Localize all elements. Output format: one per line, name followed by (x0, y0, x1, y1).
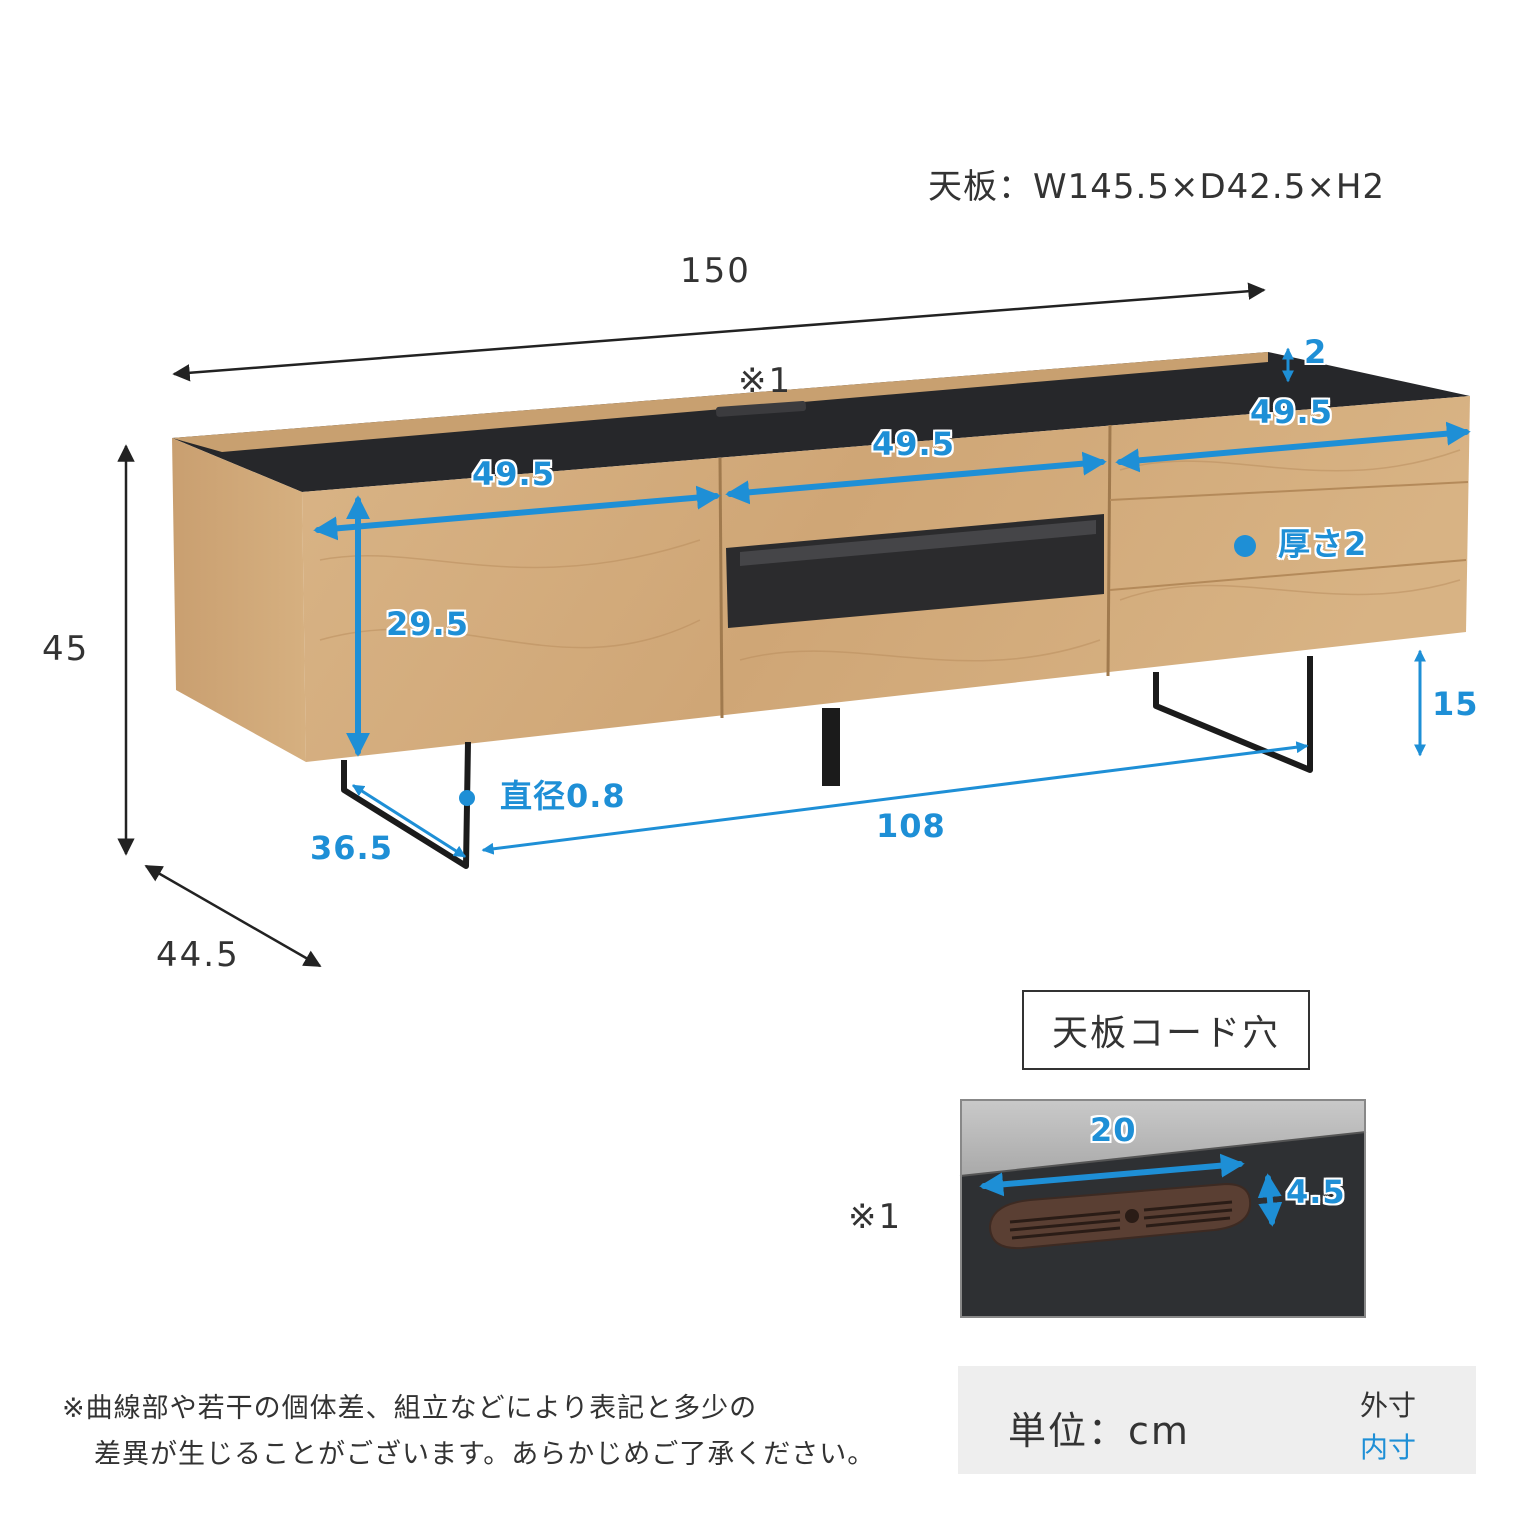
grommet-slots (1009, 1200, 1233, 1240)
panel-thickness-label: 厚さ2 (1278, 525, 1368, 563)
cord-hole-height-label: 4.5 (1286, 1173, 1346, 1211)
leg-clearance-label: 15 (1432, 685, 1479, 723)
cord-hole-marker: ※1 (738, 361, 793, 401)
outer-legend-label: 外寸 (1360, 1389, 1417, 1422)
top-board-spec: 天板：W145.5×D42.5×H2 (928, 167, 1386, 207)
left-side-panel (172, 438, 306, 762)
cord-hole-title-text: 天板コード穴 (1051, 1013, 1280, 1054)
unit-label: 単位：cm (1008, 1409, 1190, 1453)
disclaimer-line-2: 差異が生じることがございます。あらかじめご了承ください。 (94, 1439, 876, 1470)
inner-legend-label: 内寸 (1360, 1431, 1417, 1464)
inner-dimension-arrows-thin (351, 347, 1426, 858)
top-board (172, 352, 1470, 492)
center-drawer-width-label: 49.5 (872, 425, 955, 463)
leg-diameter-dot (459, 790, 475, 806)
outer-dimension-arrows (117, 282, 1266, 968)
thickness-dot (1234, 535, 1256, 557)
right-drawer-line (1109, 559, 1467, 591)
depth-label: 44.5 (156, 935, 240, 975)
cord-hole-photo (959, 1099, 1367, 1318)
center-leg (822, 708, 840, 786)
width-label: 150 (680, 251, 751, 291)
center-glass-shelf (726, 514, 1104, 628)
leg-depth-label: 36.5 (310, 829, 393, 867)
unit-legend: 単位：cm 外寸 内寸 (958, 1366, 1476, 1474)
grommet (988, 1182, 1252, 1250)
left-drawer-width-label: 49.5 (472, 455, 555, 493)
inner-dimension-arrows (313, 421, 1471, 757)
leg-diameter-label: 直径0.8 (500, 777, 626, 815)
glass-reflection (740, 520, 1096, 566)
cord-hole-title: 天板コード穴 (1022, 990, 1310, 1070)
disclaimer-line-1: ※曲線部や若干の個体差、組立などにより表記と多少の (62, 1393, 758, 1424)
right-drawer-width-label: 49.5 (1250, 393, 1333, 431)
cord-hole-photo-marker: ※1 (848, 1197, 903, 1237)
disclaimer: ※曲線部や若干の個体差、組立などにより表記と多少の 差異が生じることがございます… (62, 1386, 875, 1478)
leg-span-label: 108 (876, 807, 946, 845)
cord-hole-width-label: 20 (1090, 1111, 1137, 1149)
right-drawer-line (1109, 481, 1469, 501)
height-label: 45 (42, 629, 90, 669)
inner-height-label: 29.5 (386, 605, 469, 643)
top-thickness-label: 2 (1304, 333, 1328, 371)
top-cord-hole (715, 401, 807, 417)
